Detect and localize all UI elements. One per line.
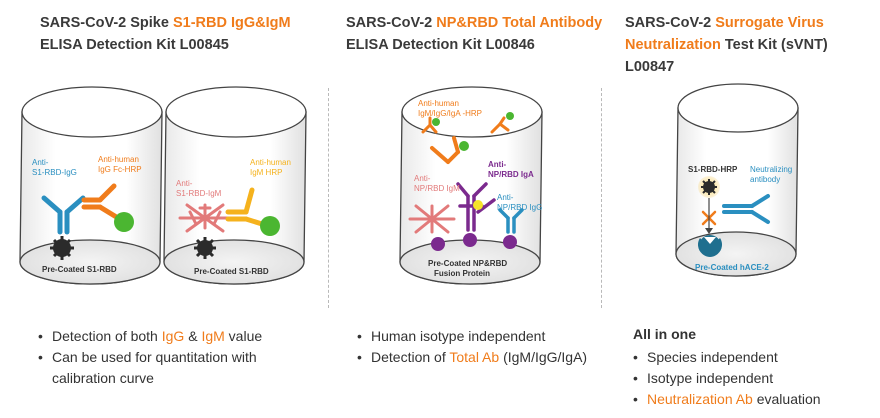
kit3-title-highlight: Surrogate Virus <box>715 15 824 31</box>
hrp-enzyme-icon-2 <box>260 216 280 236</box>
kit3-title: SARS-CoV-2 Surrogate Virus Neutralizatio… <box>625 12 880 78</box>
label-precoated-hace2: Pre-Coated hACE-2 <box>695 263 769 272</box>
kit3-feature-3: Neutralization Ab evaluation <box>633 389 873 410</box>
kit1-title-prefix: SARS-CoV-2 Spike <box>40 15 173 31</box>
label-np-igm: Anti-NP/RBD IgM <box>414 174 460 193</box>
label-anti-s1-igm: Anti-S1-RBD-IgM <box>176 179 222 198</box>
kit1-title-line2: ELISA Detection Kit L00845 <box>40 37 229 53</box>
neutralizing-antibody-icon <box>722 194 770 224</box>
kit3-title-highlight2: Neutralization <box>625 37 721 53</box>
kit2-title-prefix: SARS-CoV-2 <box>346 15 437 31</box>
divider-2 <box>601 88 602 308</box>
kit1-feature-2: Can be used for quantitation withcalibra… <box>38 347 318 389</box>
well-1 <box>19 86 163 285</box>
kit1-title: SARS-CoV-2 Spike S1-RBD IgG&IgM ELISA De… <box>40 12 291 56</box>
s1-rbd-hrp-icon <box>701 179 717 195</box>
anti-np-rbd-igg-icon <box>498 208 524 234</box>
anti-human-hrp-small-icon-2 <box>490 116 510 134</box>
kit2-features: Human isotype independent Detection of T… <box>357 326 597 368</box>
binding-arrow-icon <box>705 228 713 234</box>
kit2-title-highlight: NP&RBD Total Antibody <box>436 15 603 31</box>
kit3-features-heading: All in one <box>633 326 696 342</box>
kit2-feature-2: Detection of Total Ab (IgM/IgG/IgA) <box>357 347 597 368</box>
label-np-iga: Anti-NP/RBD IgA <box>488 160 534 179</box>
label-precoated-s1-2: Pre-Coated S1-RBD <box>194 267 269 276</box>
label-precoated-s1-1: Pre-Coated S1-RBD <box>42 265 117 274</box>
kit3-title-prefix: SARS-CoV-2 <box>625 15 716 31</box>
hrp-enzyme-icon <box>114 212 134 232</box>
kit2-title: SARS-CoV-2 NP&RBD Total Antibody ELISA D… <box>346 12 602 56</box>
label-anti-s1-igg: Anti-S1-RBD-IgG <box>32 158 77 177</box>
anti-s1-igg-antibody-icon <box>41 195 86 235</box>
anti-s1-igm-pentamer-icon <box>178 203 232 233</box>
anti-human-hrp-antibody-icon <box>430 136 460 164</box>
label-s1-rbd-hrp: S1-RBD-HRP <box>688 165 738 174</box>
kit1-features: Detection of both IgG & IgM value Can be… <box>38 326 318 389</box>
anti-human-hrp-small-icon <box>421 116 438 134</box>
kit1-title-highlight: S1-RBD IgG&IgM <box>172 15 291 31</box>
hrp-small-icon-2 <box>506 112 514 120</box>
anti-np-rbd-igm-icon <box>408 204 456 234</box>
kit1-feature-1: Detection of both IgG & IgM value <box>38 326 318 347</box>
kit2-feature-1: Human isotype independent <box>357 326 597 347</box>
hrp-small-icon-1 <box>432 118 440 126</box>
s1-rbd-antigen-icon <box>50 236 74 260</box>
kit3-title-line2: Test Kit (sVNT) L00847 <box>625 37 828 75</box>
hace2-receptor-icon <box>697 235 723 257</box>
kit2-title-line2: ELISA Detection Kit L00846 <box>346 37 535 53</box>
s1-rbd-antigen-icon-2 <box>194 237 216 259</box>
kit3-feature-2: Isotype independent <box>633 368 873 389</box>
anti-human-igm-hrp-antibody-icon <box>225 187 265 227</box>
label-np-igg: Anti-NP/RBD IgG <box>497 193 542 212</box>
hrp-mid-icon <box>459 141 469 151</box>
j-chain-icon <box>473 200 483 210</box>
np-rbd-fusion-antigen-icons <box>431 233 517 251</box>
divider-1 <box>328 88 329 308</box>
kit3-features: All in one Species independent Isotype i… <box>633 324 873 410</box>
anti-human-igg-fc-hrp-antibody-icon <box>81 183 121 221</box>
kit3-feature-1: Species independent <box>633 347 873 368</box>
